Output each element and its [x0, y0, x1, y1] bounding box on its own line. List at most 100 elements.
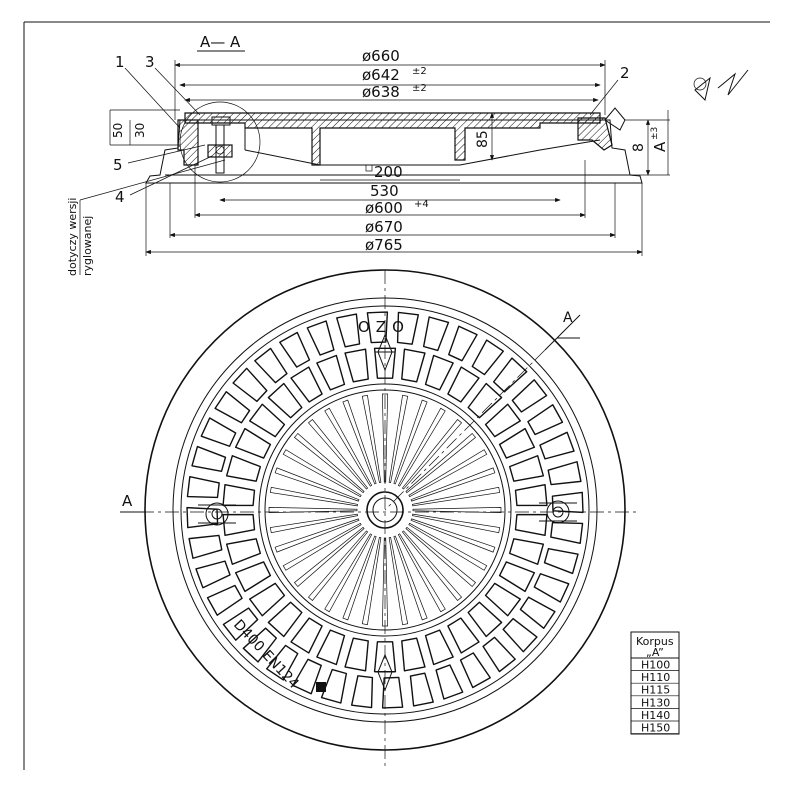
radial-slot — [388, 537, 409, 626]
grate-cell — [242, 627, 278, 663]
dim-600-tol: +4 — [414, 199, 429, 210]
grate-cell — [401, 637, 426, 672]
grate-cell — [290, 617, 323, 654]
dim-670: ø670 — [365, 218, 403, 236]
callout-4: 4 — [115, 188, 125, 206]
grate-cell — [498, 427, 536, 459]
grate-cell — [471, 339, 504, 376]
radial-slot — [342, 399, 377, 485]
dim-530: 530 — [370, 182, 399, 200]
lock-bolt-right — [539, 500, 577, 524]
grate-cell — [266, 644, 299, 681]
grate-cell — [514, 513, 548, 536]
grate-cell — [424, 629, 454, 666]
grate-cell — [467, 382, 503, 419]
section-line-diagonal — [384, 349, 546, 511]
radial-slot — [408, 449, 488, 498]
dim-A-tol: ±3 — [650, 127, 660, 140]
radial-slot — [342, 535, 377, 621]
grate-cell — [547, 461, 582, 486]
grate-cell — [206, 584, 243, 616]
grate-cell — [290, 366, 323, 403]
grate-cell — [232, 367, 268, 403]
grate-cell — [267, 382, 303, 419]
radial-slot — [293, 526, 365, 588]
dim-660: ø660 — [362, 47, 400, 65]
radial-slot — [307, 418, 369, 490]
radial-slot — [307, 530, 369, 602]
grate-cell — [422, 316, 450, 352]
radial-slots — [268, 393, 502, 627]
plan-view: A A OZO D400 EN124 — [120, 269, 640, 770]
radial-slot — [405, 526, 477, 588]
radial-slot — [324, 533, 373, 613]
section-view: A— A ø660 ø642 ±2 ø638 ±2 1 — [66, 33, 749, 277]
grate-cell — [508, 538, 545, 565]
grate-cell — [539, 431, 575, 460]
grate-cell — [186, 475, 220, 499]
grate-cell — [467, 601, 503, 638]
left-seat-hatch — [177, 119, 199, 166]
grate-cell — [482, 636, 516, 673]
grate-cell — [381, 676, 404, 709]
outer-grate-pattern — [186, 311, 584, 709]
grate-cell — [234, 427, 272, 459]
dim-85: 85 — [475, 130, 491, 148]
grate-cell — [543, 547, 579, 575]
grate-cell — [320, 668, 348, 704]
table-header-2: „A” — [646, 646, 664, 659]
grate-cell — [344, 348, 369, 383]
grate-cell — [344, 637, 369, 672]
grate-cell — [498, 561, 536, 593]
dim-8: 8 — [631, 143, 647, 152]
grate-cell — [306, 320, 335, 356]
radial-slot — [412, 507, 502, 513]
marking-ozo: OZO — [358, 318, 410, 336]
dim-30: 30 — [133, 123, 147, 138]
table-row: H130 — [641, 696, 670, 709]
grate-cell — [279, 331, 311, 368]
radial-slot — [324, 407, 373, 487]
radial-slot — [397, 407, 446, 487]
grate-cell — [448, 325, 478, 362]
grate-cell — [336, 313, 361, 348]
grate-cell — [508, 455, 545, 482]
dim-638: ø638 — [362, 83, 400, 101]
radial-slot — [361, 394, 382, 483]
grate-cell — [200, 417, 237, 447]
grate-cell — [424, 354, 454, 391]
grate-cell — [550, 521, 584, 545]
grate-cell — [396, 311, 420, 345]
grate-cell — [188, 534, 223, 559]
table-row: H110 — [641, 671, 670, 684]
radial-slot — [397, 533, 446, 613]
grate-cell — [249, 582, 286, 617]
grate-cell — [409, 672, 434, 707]
grate-cell — [222, 513, 256, 536]
side-note-line2: ryglowanej — [81, 216, 94, 276]
grate-cell — [225, 455, 262, 482]
table-header-1: Korpus — [636, 635, 674, 648]
table-row: H140 — [641, 709, 670, 722]
dim-642-tol: ±2 — [412, 66, 427, 77]
grate-cell — [484, 403, 521, 438]
frame-outline — [145, 119, 643, 184]
table-row: H100 — [641, 659, 670, 672]
grate-cell — [551, 491, 584, 514]
radial-slot — [412, 486, 501, 507]
table-row: H150 — [641, 722, 670, 735]
grate-cell — [502, 617, 538, 653]
grate-cell — [514, 484, 548, 507]
section-mark-top: A — [563, 310, 573, 326]
grate-cell — [214, 391, 251, 424]
section-mark-left: A — [122, 492, 133, 510]
radial-slot — [388, 394, 409, 483]
side-note-line1: dotyczy wersji — [66, 198, 79, 277]
section-title: A— A — [200, 33, 241, 51]
radial-slot — [408, 522, 488, 571]
dim-200: 200 — [374, 163, 403, 181]
grate-cell — [484, 582, 521, 617]
callout-5: 5 — [113, 156, 123, 174]
radial-slot — [405, 432, 477, 494]
dim-642: ø642 — [362, 66, 400, 84]
